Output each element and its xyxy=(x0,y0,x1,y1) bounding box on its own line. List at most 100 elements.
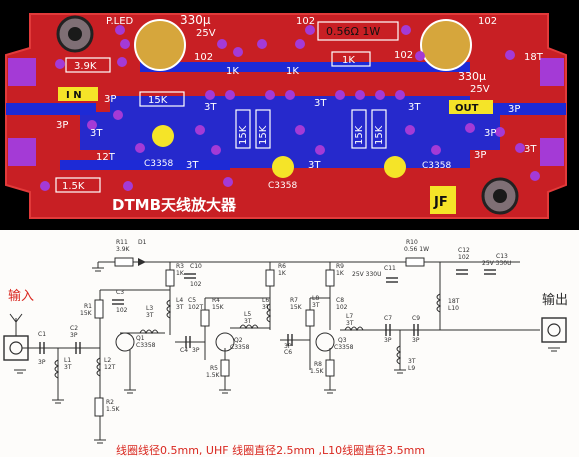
pcb-label-15k-b: 15K xyxy=(258,125,269,145)
pcb-connector-right-top xyxy=(540,58,564,86)
label-c1v: 3P xyxy=(38,359,46,366)
pcb-input-trace xyxy=(6,103,96,115)
input-connector xyxy=(3,313,29,361)
schematic-drawing: 输入 输出 线圈线径0.5mm, UHF 线圈直径2.5mm ,L10线圈直径3… xyxy=(3,239,568,457)
label-c3v: 102 xyxy=(116,307,128,314)
label-l4v: 3T xyxy=(176,304,184,311)
label-l8: L8 xyxy=(312,295,319,302)
label-c9v: 3P xyxy=(412,337,420,344)
pcb-resistor-39k xyxy=(65,57,111,73)
pcb-resistor-15k-c xyxy=(351,109,367,149)
coil-note: 线圈线径0.5mm, UHF 线圈直径2.5mm ,L10线圈直径3.5mm xyxy=(116,443,425,457)
label-r10: R10 xyxy=(406,239,418,246)
label-r1: R1 xyxy=(84,303,92,310)
label-r3: R3 xyxy=(176,263,184,270)
label-r6: R6 xyxy=(278,263,286,270)
label-c13: C13 xyxy=(496,253,508,260)
pcb-label-18t: 18T xyxy=(524,52,544,63)
label-l6v: 3T xyxy=(262,304,270,311)
label-c8v: 102 xyxy=(336,304,348,311)
pcb-label-15k-top: 15K xyxy=(148,95,168,106)
label-l1v: 3T xyxy=(64,364,72,371)
label-r1v: 15K xyxy=(80,310,93,317)
label-r6v: 1K xyxy=(278,270,287,277)
label-c6v: 3P xyxy=(284,343,292,350)
label-l9v: 3T xyxy=(408,358,416,365)
pcb-label-c3358-b: C3358 xyxy=(268,181,297,191)
pcb-pads xyxy=(40,25,540,191)
pcb-bottom-trace xyxy=(60,160,230,170)
pcb-resistor-056 xyxy=(317,21,399,41)
pcb-label-15k-bottom: 1.5K xyxy=(62,181,85,192)
pcb-cap-330u-right xyxy=(420,19,472,71)
pcb-mount-hole-right-inner xyxy=(493,189,507,203)
label-l9: L9 xyxy=(408,365,415,372)
pcb-output-trace xyxy=(484,103,566,115)
label-c10v: 102 xyxy=(190,281,202,288)
label-q3v: C3358 xyxy=(334,344,354,351)
output-label: 输出 xyxy=(542,292,568,308)
label-r7: R7 xyxy=(290,297,298,304)
pcb-label-1k-a: 1K xyxy=(342,55,355,66)
label-r5: R5 xyxy=(210,365,218,372)
label-r9: R9 xyxy=(336,263,344,270)
label-c2v: 3P xyxy=(70,332,78,339)
label-c12: C12 xyxy=(458,247,470,254)
label-c11: C11 xyxy=(384,265,396,272)
pcb-cap-330u-top xyxy=(134,19,186,71)
pcb-label-c3358-a: C3358 xyxy=(144,159,173,169)
pcb-resistor-15k-a xyxy=(235,109,251,149)
pcb-logo-box xyxy=(430,186,456,214)
label-r7v: 15K xyxy=(290,304,303,311)
pcb-transistor-q1 xyxy=(152,125,174,147)
label-r8: R8 xyxy=(314,361,322,368)
pcb-label-3t-d: 3T xyxy=(408,102,421,113)
label-l2: L2 xyxy=(104,357,111,364)
label-r5v: 1.5K xyxy=(206,372,221,379)
label-l4: L4 xyxy=(176,297,183,304)
pcb-logo: JF xyxy=(433,195,448,210)
pcb-label-39k: 3.9K xyxy=(74,61,97,72)
pcb-label-102-b: 102 xyxy=(478,16,497,27)
pcb-label-c3358-c: C3358 xyxy=(422,161,451,171)
pcb-label-out: OUT xyxy=(455,103,479,114)
pcb-label-3t-c: 3T xyxy=(314,98,327,109)
pcb-label-3t-b: 3T xyxy=(204,102,217,113)
schematic-diode xyxy=(138,258,146,266)
schematic-transistors xyxy=(115,332,335,352)
label-c7v: 3P xyxy=(384,337,392,344)
pcb-resistor-15k-d xyxy=(371,109,387,149)
pcb-top-trace xyxy=(140,62,470,72)
label-r4v: 15K xyxy=(212,304,225,311)
label-r2v: 1.5K xyxy=(106,406,121,413)
label-q3: Q3 xyxy=(338,337,347,344)
pcb-layout: P.LED 330μ 25V 0.56Ω 1W 102 102 102 102 … xyxy=(0,0,579,230)
label-c9: C9 xyxy=(412,315,420,322)
pcb-transistor-q2 xyxy=(272,156,294,178)
pcb-label-102-d: 102 xyxy=(394,50,413,61)
pcb-in-label-box xyxy=(58,87,98,101)
output-connector xyxy=(541,317,567,343)
label-c1: C1 xyxy=(38,331,46,338)
label-r8v: 1.5K xyxy=(310,368,325,375)
label-l3v: 3T xyxy=(146,312,154,319)
pcb-board-title: DTMB天线放大器 xyxy=(112,196,237,214)
label-r4: R4 xyxy=(212,297,220,304)
label-c12v: 102 xyxy=(458,254,470,261)
pcb-label-15k-d: 15K xyxy=(374,125,385,145)
pcb-label-3t-g: 3T xyxy=(524,144,537,155)
pcb-resistor-15k-top xyxy=(139,91,185,107)
pcb-resistor-1k-a xyxy=(331,51,371,67)
label-c4v: 3P xyxy=(192,347,200,354)
pcb-mount-hole-left-inner xyxy=(68,27,82,41)
pcb-label-12t: 12T xyxy=(96,152,116,163)
pcb-connector-right-bottom xyxy=(540,138,564,166)
label-c3: C3 xyxy=(116,289,124,296)
label-l6: L6 xyxy=(262,297,269,304)
label-d1: D1 xyxy=(138,239,147,246)
pcb-label-15k-c: 15K xyxy=(354,125,365,145)
label-q2v: C3358 xyxy=(230,344,250,351)
pcb-drawing: P.LED 330μ 25V 0.56Ω 1W 102 102 102 102 … xyxy=(5,13,567,219)
pcb-label-1k-b: 1K xyxy=(226,66,239,77)
